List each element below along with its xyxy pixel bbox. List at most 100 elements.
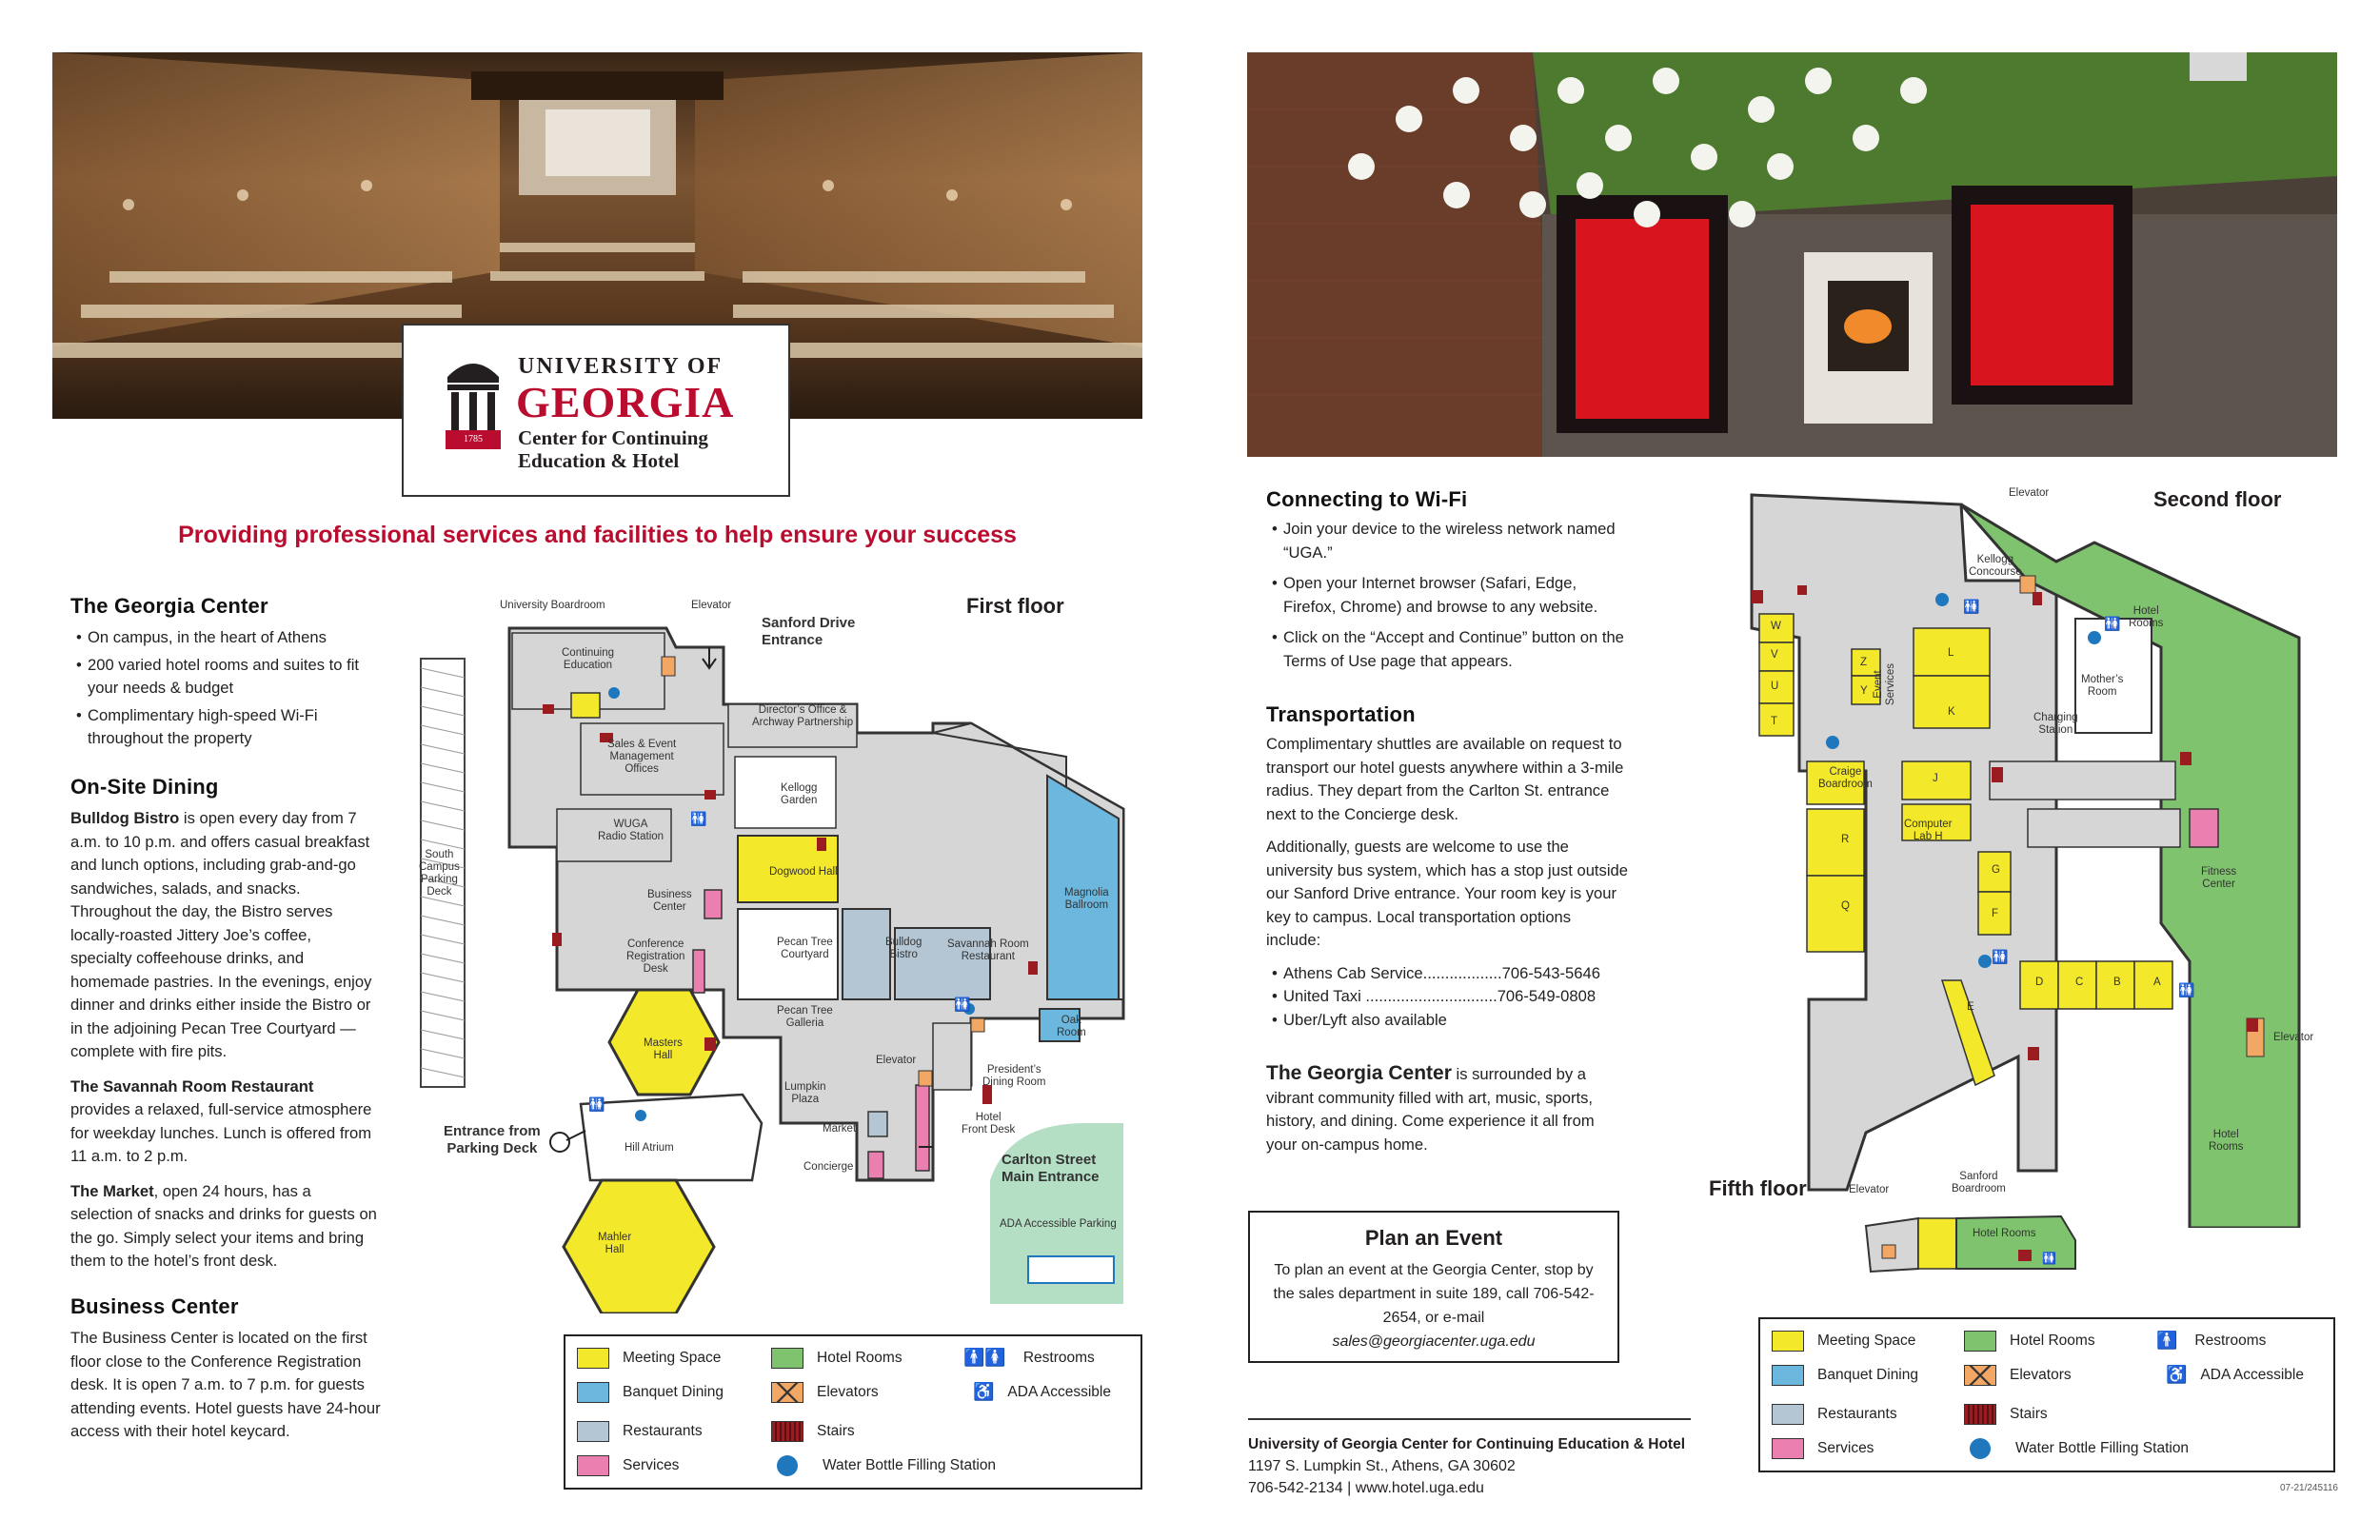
legend-r-services: Services (1772, 1438, 1874, 1459)
fitness-center (2189, 808, 2219, 848)
hotel-rooms-swatch-r (1964, 1331, 1996, 1352)
transport-option-2: United Taxi ............................… (1266, 985, 1628, 1009)
letter-W: W (1771, 621, 1781, 632)
restroom-icon-r: 🚹 (2156, 1331, 2178, 1350)
craige-boardroom (1806, 760, 1865, 805)
fifth-label-hotel-rooms: Hotel Rooms (1973, 1228, 2036, 1239)
letter-V: V (1771, 649, 1778, 661)
letter-Z: Z (1860, 657, 1868, 668)
sf-label-kellogg: Kellogg Concourse (1969, 554, 2022, 578)
business-text: The Business Center is located on the fi… (70, 1329, 381, 1440)
room-A (2133, 960, 2173, 1010)
footer-address: 1197 S. Lumpkin St., Athens, GA 30602 (1248, 1458, 1516, 1474)
letter-L: L (1948, 647, 1954, 659)
masters-hall (607, 988, 721, 1096)
stairs-marks (543, 704, 1038, 1104)
plan-email-link[interactable]: sales@georgiacenter.uga.edu (1332, 1333, 1536, 1350)
concierge-desk (867, 1151, 884, 1179)
oak-room (1039, 1008, 1081, 1042)
letter-B: B (2113, 977, 2121, 988)
room-J (1901, 760, 1972, 800)
gc-bullet-1: On campus, in the heart of Athens (70, 626, 385, 650)
georgia-center-heading: The Georgia Center (70, 594, 268, 618)
surround-section: The Georgia Center is surrounded by a vi… (1266, 1062, 1628, 1156)
room-G (1977, 851, 2012, 893)
sf-label-craige: Craige Boardroom (1818, 766, 1873, 790)
ff-label-conf-reg: Conference Registration Desk (626, 938, 685, 975)
first-floor-title: First floor (966, 594, 1064, 618)
sf-label-hotel-rooms: Hotel Rooms (2129, 605, 2164, 629)
ff-label-hill-atrium: Hill Atrium (625, 1142, 674, 1154)
fifth-floor-map: 🚻 (1864, 1214, 2076, 1273)
wifi-bullet-1: Join your device to the wireless network… (1266, 518, 1628, 564)
print-code: 07-21/245116 (2280, 1483, 2338, 1493)
ff-label-pecan-court: Pecan Tree Courtyard (777, 937, 833, 960)
market-paragraph: The Market, open 24 hours, has a selecti… (70, 1180, 377, 1273)
water-drop-icon-r (1970, 1438, 1991, 1459)
market-name: The Market (70, 1181, 154, 1200)
computer-lab (1901, 803, 1972, 841)
ff-label-elevator2: Elevator (876, 1055, 917, 1066)
logo-line2: GEORGIA (516, 378, 735, 426)
plan-text: To plan an event at the Georgia Center, … (1273, 1262, 1595, 1326)
room-Q (1806, 875, 1865, 953)
legend-water: Water Bottle Filling Station (771, 1455, 996, 1476)
room-L (1913, 627, 1991, 677)
surround-lead: The Georgia Center (1266, 1062, 1452, 1084)
ff-label-directors: Director’s Office & Archway Partnership (752, 704, 854, 728)
bulldog-bistro (842, 908, 891, 1000)
ff-label-masters: Masters Hall (644, 1037, 683, 1061)
legend-meeting: Meeting Space (577, 1348, 721, 1369)
legend-restaurants: Restaurants (577, 1421, 703, 1442)
ff-label-oak-room: Oak Room (1057, 1015, 1086, 1038)
second-floor-title: Second floor (2153, 487, 2282, 511)
ff-label-concierge: Concierge (803, 1161, 854, 1173)
letter-A: A (2153, 977, 2161, 988)
dining-section: On-Site Dining Bulldog Bistro is open ev… (70, 775, 377, 1273)
mahler-hall (562, 1178, 716, 1313)
second-floor-map: 🚻🚻🚻 🚻 (1750, 493, 2301, 1228)
wheelchair-icon: ♿ (973, 1382, 995, 1401)
sf-label-event-services: Event Services (1873, 662, 1897, 706)
legend-r-stairs: Stairs (1964, 1404, 2048, 1425)
market-room (867, 1111, 888, 1137)
ff-label-sales: Sales & Event Management Offices (607, 739, 677, 775)
room-Y (1851, 675, 1881, 705)
legend-services: Services (577, 1455, 679, 1476)
kellogg-garden (734, 756, 837, 829)
restroom-marks: 🚻🚻🚻 (588, 811, 970, 1113)
arch-logo-icon (446, 364, 501, 449)
stairs-swatch-icon (771, 1421, 803, 1442)
ff-label-elevator: Elevator (691, 600, 732, 611)
gc-bullet-3: Complimentary high-speed Wi-Fi throughou… (70, 704, 385, 751)
sf-label-elevator2: Elevator (2273, 1032, 2314, 1043)
letter-Q: Q (1841, 900, 1850, 912)
transport-option-3: Uber/Lyft also available (1266, 1009, 1628, 1033)
legend-r-meeting: Meeting Space (1772, 1331, 1915, 1352)
transport-p1: Complimentary shuttles are available on … (1266, 735, 1624, 823)
logo-line4: Education & Hotel (518, 449, 680, 472)
ff-label-market: Market (823, 1123, 857, 1135)
business-center-room (704, 889, 723, 919)
legend-r-water: Water Bottle Filling Station (1964, 1438, 2189, 1459)
room-D (2019, 960, 2059, 1010)
room-V (1758, 642, 1795, 672)
business-heading: Business Center (70, 1294, 239, 1318)
wifi-section: Connecting to Wi-Fi Join your device to … (1266, 487, 1628, 673)
letter-E: E (1967, 1001, 1974, 1013)
services-swatch (577, 1455, 609, 1476)
svg-text:🚻: 🚻 (2178, 982, 2194, 998)
svg-text:🚻: 🚻 (690, 811, 706, 827)
room-E (1940, 979, 1995, 1087)
svg-text:🚻: 🚻 (1992, 949, 2008, 965)
ff-label-sanford: Sanford Drive Entrance (762, 615, 856, 648)
transport-option-1: Athens Cab Service..................706-… (1266, 962, 1628, 986)
uga-logo-box: 1785 UNIVERSITY OF GEORGIA Center for Co… (402, 324, 790, 497)
legend-elevators: Elevators (771, 1382, 879, 1403)
cont-ed-yellow (570, 692, 601, 719)
letter-G: G (1992, 864, 2000, 876)
services-swatch-r (1772, 1438, 1804, 1459)
svg-text:🚻: 🚻 (1963, 599, 1979, 615)
tagline: Providing professional services and faci… (178, 522, 1017, 548)
legend-restrooms: 🚹🚺Restrooms (963, 1348, 1095, 1367)
